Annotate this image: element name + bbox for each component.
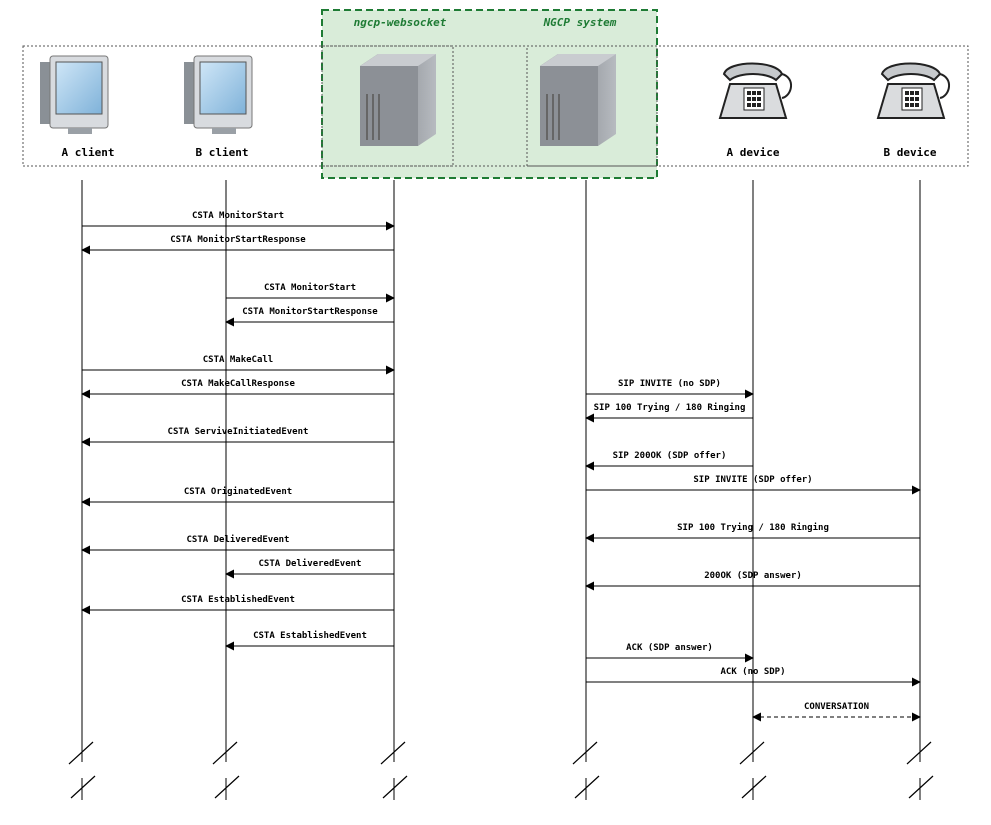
actor-label-b-device: B device xyxy=(884,146,937,159)
lifeline-break-mark xyxy=(70,775,96,799)
group-label-ngcp: NGCP system xyxy=(543,16,617,29)
message-label: SIP 100 Trying / 180 Ringing xyxy=(677,522,829,533)
message-label: SIP INVITE (no SDP) xyxy=(618,379,721,389)
message-label: CSTA ServiveInitiatedEvent xyxy=(168,426,309,437)
message-label: 200OK (SDP answer) xyxy=(704,571,802,581)
message-label: CSTA DeliveredEvent xyxy=(259,558,362,569)
message-label: CSTA MakeCall xyxy=(203,355,273,365)
actor-label-a-client: A client xyxy=(62,146,115,159)
lifeline-break-mark xyxy=(382,775,408,799)
computer-icon xyxy=(184,55,253,134)
message-label: CSTA MonitorStart xyxy=(264,282,356,293)
lifeline-break-gap xyxy=(739,762,767,778)
lifeline-break-mark xyxy=(212,741,238,765)
lifeline-break-gap xyxy=(380,762,408,778)
lifeline-break-mark xyxy=(741,775,767,799)
websocket-box xyxy=(321,45,454,167)
actor-label-b-client: B client xyxy=(196,146,249,159)
server-icon xyxy=(540,54,616,146)
actors-header-box xyxy=(22,45,969,167)
telephone-icon xyxy=(876,62,950,119)
lifeline-break-mark xyxy=(214,775,240,799)
message-label: CSTA DeliveredEvent xyxy=(187,534,290,545)
computer-icon xyxy=(40,55,109,134)
message-label: CSTA EstablishedEvent xyxy=(253,630,367,641)
lifeline-break-mark xyxy=(574,775,600,799)
lifeline-break-mark xyxy=(739,741,765,765)
lifeline-break-gap xyxy=(68,762,96,778)
lifeline-break-mark xyxy=(380,741,406,765)
message-label: ACK (SDP answer) xyxy=(626,643,713,653)
actor-label-a-device: A device xyxy=(727,146,780,159)
ngcp-box xyxy=(526,45,658,167)
lifeline-break-mark xyxy=(906,741,932,765)
server-icon xyxy=(360,54,436,146)
message-label: SIP INVITE (SDP offer) xyxy=(693,475,812,485)
lifeline-break-gap xyxy=(572,762,600,778)
lifeline-break-gap xyxy=(906,762,934,778)
message-label: CSTA EstablishedEvent xyxy=(181,594,295,605)
group-label-websocket: ngcp-websocket xyxy=(354,16,447,29)
telephone-icon xyxy=(718,62,792,119)
lifeline-break-mark xyxy=(68,741,94,765)
message-label: CSTA MonitorStartResponse xyxy=(170,234,306,245)
message-label: CSTA MonitorStartResponse xyxy=(242,306,378,317)
message-label: ACK (no SDP) xyxy=(720,667,785,677)
lifeline-break-gap xyxy=(212,762,240,778)
message-label: SIP 200OK (SDP offer) xyxy=(613,451,727,461)
message-label: CONVERSATION xyxy=(804,702,869,712)
message-label: CSTA MonitorStart xyxy=(192,210,284,221)
lifeline-break-mark xyxy=(908,775,934,799)
message-label: SIP 100 Trying / 180 Ringing xyxy=(594,402,746,413)
message-label: CSTA MakeCallResponse xyxy=(181,379,295,389)
message-label: CSTA OriginatedEvent xyxy=(184,486,292,497)
lifeline-break-mark xyxy=(572,741,598,765)
